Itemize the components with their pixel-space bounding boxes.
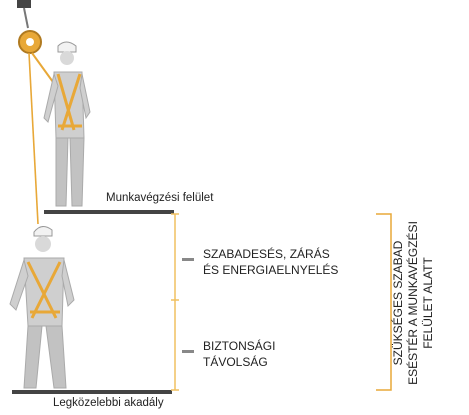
work-surface-label: Munkavégzési felület (106, 192, 213, 204)
nearest-obstacle-label: Legközelebbi akadály (53, 397, 164, 409)
work-platform (44, 210, 174, 214)
clearance-bracket (376, 214, 391, 390)
worker-arrested-icon (10, 226, 74, 388)
free-fall-line-1: SZABADESÉS, ZÁRÁS (203, 246, 338, 262)
leader-free-fall (182, 258, 194, 261)
free-fall-line-2: ÉS ENERGIAELNYELÉS (203, 262, 338, 278)
leader-safety (182, 350, 194, 353)
anchor-bar (17, 0, 31, 8)
lifeline-falling (29, 53, 38, 224)
safety-distance-label: BIZTONSÁGI TÁVOLSÁG (203, 338, 275, 370)
safety-line-2: TÁVOLSÁG (203, 354, 275, 370)
safety-line-1: BIZTONSÁGI (203, 338, 275, 354)
ground-line (12, 390, 172, 394)
anchor-hook (24, 8, 28, 28)
clearance-line-3: FELÜLET ALATT (421, 218, 436, 388)
clearance-line-1: SZÜKSÉGES SZABAD (391, 218, 406, 388)
worker-standing-icon (44, 42, 90, 206)
clearance-line-2: ESÉSTÉR A MUNKAVÉGZÉSI (406, 218, 421, 388)
required-clearance-label: SZÜKSÉGES SZABAD ESÉSTÉR A MUNKAVÉGZÉSI … (391, 218, 436, 388)
free-fall-label: SZABADESÉS, ZÁRÁS ÉS ENERGIAELNYELÉS (203, 246, 338, 278)
